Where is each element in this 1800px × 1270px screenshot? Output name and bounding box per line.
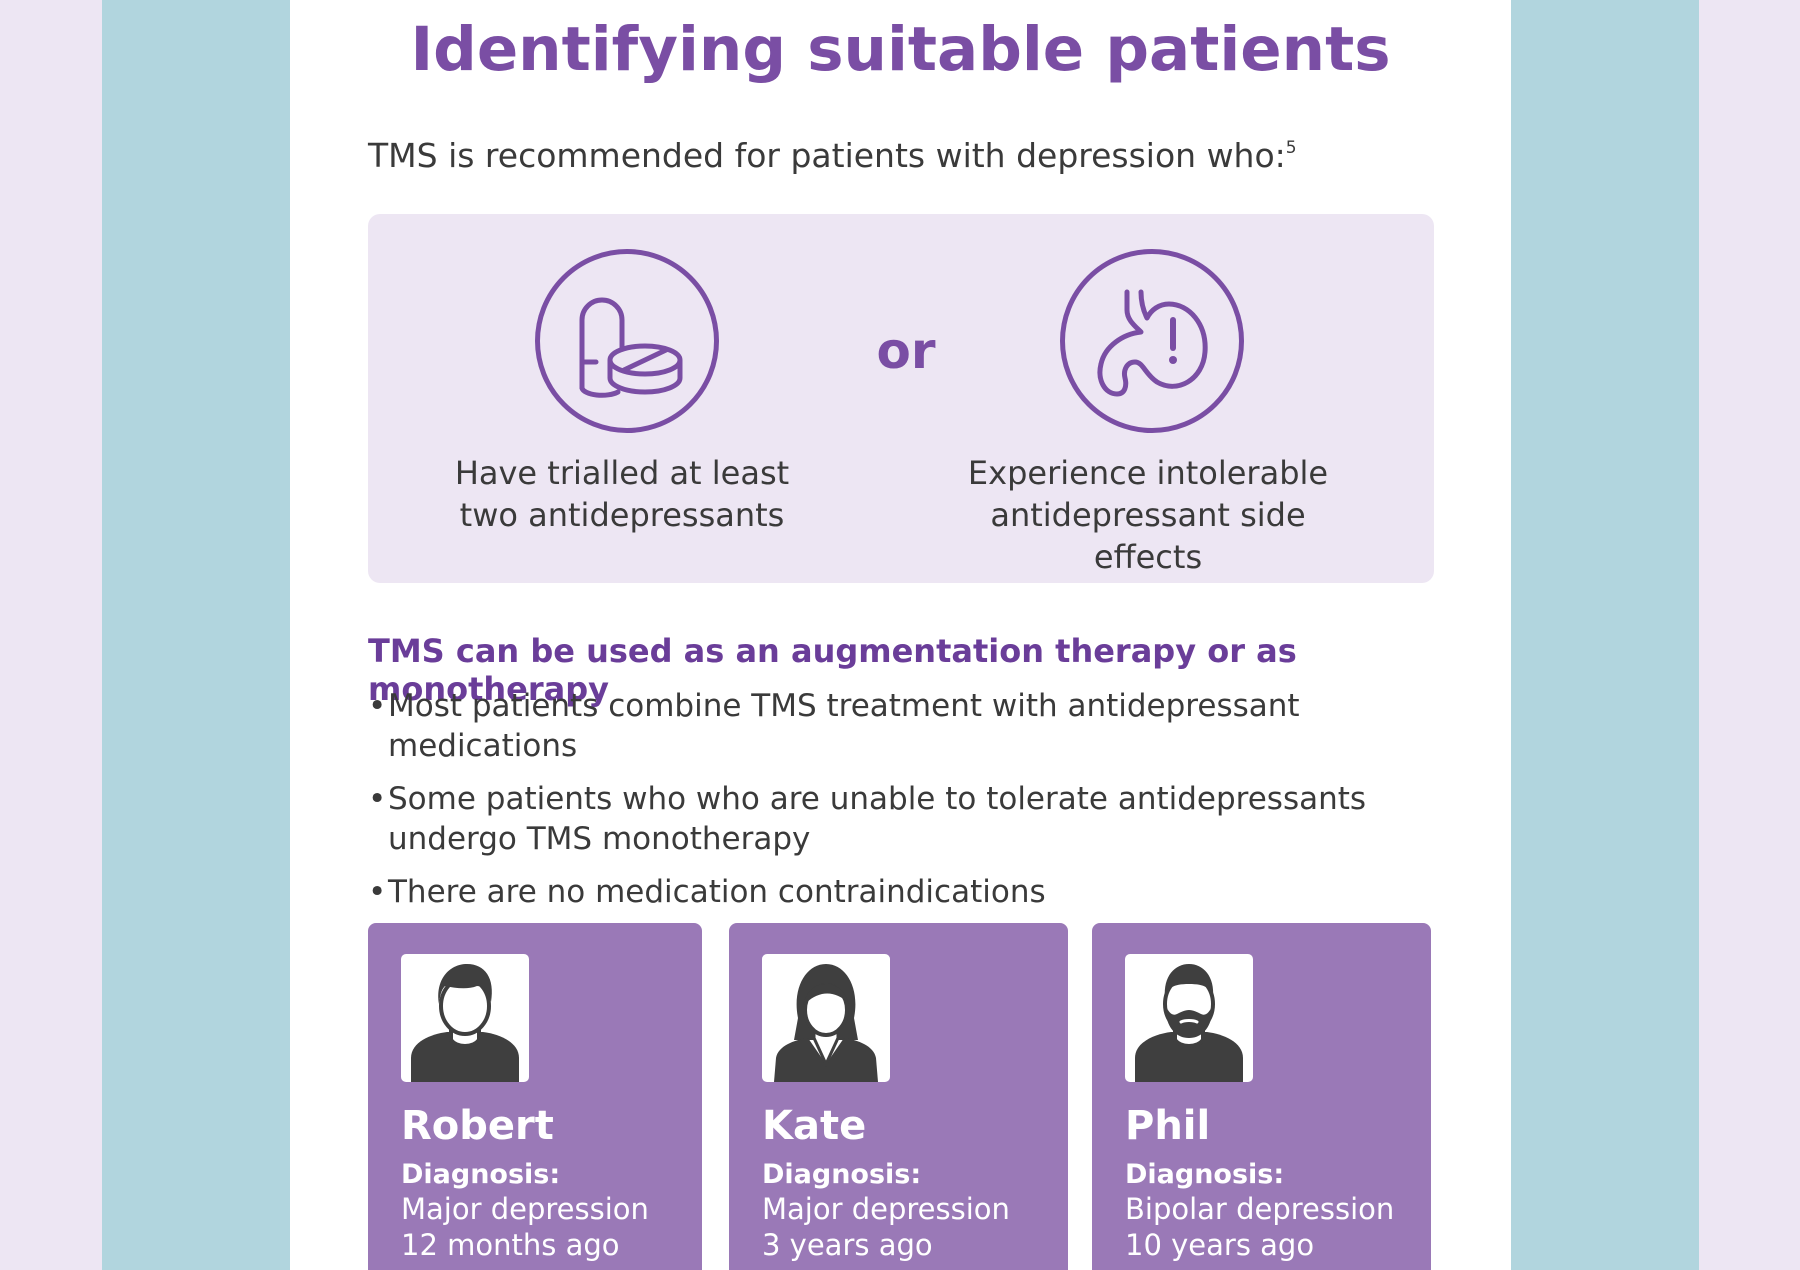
diagnosis-text: Bipolar depression 10 years ago [1125, 1192, 1395, 1262]
patient-card-phil: Phil Diagnosis: Bipolar depression 10 ye… [1092, 923, 1431, 1270]
criteria-right-line1: Experience intolerable [967, 454, 1329, 492]
or-connector: or [876, 322, 936, 380]
patient-card-kate: Kate Diagnosis: Major depression 3 years… [729, 923, 1068, 1270]
criteria-left-line1: Have trialled at least [454, 454, 790, 492]
reference-marker: 5 [1285, 138, 1297, 158]
bullet-item: Some patients who who are unable to tole… [368, 779, 1448, 859]
patient-name: Robert [401, 1103, 554, 1149]
criteria-left-line2: two antidepressants [459, 496, 785, 534]
criteria-right-caption: Experience intolerable antidepressant si… [948, 452, 1348, 578]
diagnosis-text: Major depression 3 years ago [762, 1192, 1010, 1262]
bullet-item: There are no medication contraindication… [368, 872, 1448, 912]
criteria-left-caption: Have trialled at least two antidepressan… [422, 452, 822, 536]
patient-name: Kate [762, 1103, 867, 1149]
intro-text: TMS is recommended for patients with dep… [368, 136, 1297, 175]
diagnosis-text: Major depression 12 months ago [401, 1192, 649, 1262]
patient-card-robert: Robert Diagnosis: Major depression 12 mo… [368, 923, 702, 1270]
bearded-man-avatar-icon [1125, 954, 1253, 1082]
bullet-list: Most patients combine TMS treatment with… [368, 686, 1448, 925]
stomach-alert-icon [1060, 249, 1244, 433]
diagnosis-label: Diagnosis: [1125, 1159, 1285, 1190]
man-avatar-icon [401, 954, 529, 1082]
criteria-panel: or Have trialled at least two antidepres… [368, 214, 1434, 583]
diagnosis-label: Diagnosis: [762, 1159, 922, 1190]
criteria-right-line2: antidepressant side effects [990, 496, 1306, 576]
bullet-item: Most patients combine TMS treatment with… [368, 686, 1448, 766]
diagnosis-label: Diagnosis: [401, 1159, 561, 1190]
intro-sentence: TMS is recommended for patients with dep… [368, 136, 1286, 175]
woman-avatar-icon [762, 954, 890, 1082]
page-title: Identifying suitable patients [410, 14, 1391, 85]
pill-icon [535, 249, 719, 433]
content-sheet: Identifying suitable patients TMS is rec… [290, 0, 1511, 1270]
patient-name: Phil [1125, 1103, 1211, 1149]
